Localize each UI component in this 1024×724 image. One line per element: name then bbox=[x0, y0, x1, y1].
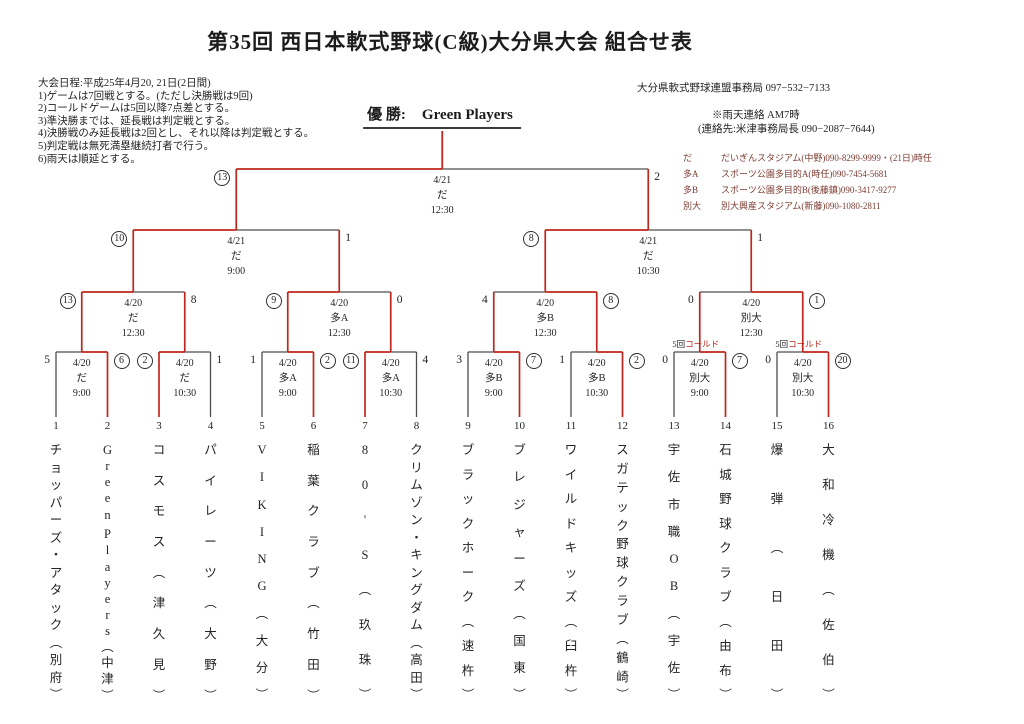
page-title: 第35回 西日本軟式野球(C級)大分県大会 組合せ表 bbox=[207, 30, 693, 54]
team-name: 石城野球クラブ︵由布︶ bbox=[719, 443, 732, 703]
rule-line: 1)ゲームは7回戦とする。(ただし決勝戦は9回) bbox=[38, 90, 253, 102]
venue-row: 別大 別大興産スタジアム(新藤)090-1080-2811 bbox=[683, 198, 932, 214]
team-number: 4 bbox=[207, 420, 214, 432]
venue-row: 多B スポーツ公園多目的B(後藤鎮)090-3417-9277 bbox=[683, 182, 932, 198]
champion-label: 優 勝: bbox=[367, 107, 406, 123]
rain-notice: ※雨天連絡 AM7時 bbox=[712, 110, 800, 121]
team-name: チョッパーズ・アタック︵別府︶ bbox=[49, 443, 63, 703]
team-name: 稲葉クラブ︵竹田︶ bbox=[307, 443, 320, 703]
venue-row: だ だいぎんスタジアム(中野)090-8299-9999・(21日)時任 bbox=[683, 150, 932, 166]
rules-list: 1)ゲームは7回戦とする。(ただし決勝戦は9回)2)コールドゲームは5回以降7点… bbox=[38, 91, 314, 167]
venue-abbr: 多A bbox=[683, 169, 699, 179]
schedule-line: 大会日程:平成25年4月20, 21日(2日間) bbox=[38, 78, 211, 89]
team-number: 12 bbox=[617, 420, 628, 432]
team-name: 大和冷機︵佐伯︶ bbox=[822, 443, 835, 703]
venue-abbr: 別大 bbox=[683, 201, 702, 211]
team-number: 7 bbox=[362, 420, 368, 432]
rule-line: 3)準決勝までは、延長戦は判定戦とする。 bbox=[38, 115, 236, 127]
rule-line: 4)決勝戦のみ延長戦は2回とし、それ以降は判定戦とする。 bbox=[38, 128, 315, 140]
venue-legend: だ だいぎんスタジアム(中野)090-8299-9999・(21日)時任多A スポー… bbox=[683, 150, 932, 214]
team-number: 11 bbox=[565, 420, 577, 432]
team-number: 6 bbox=[310, 420, 317, 432]
rule-line: 2)コールドゲームは5回以降7点差とする。 bbox=[38, 103, 236, 115]
team-name: スガテック野球クラブ︵鶴崎︶ bbox=[616, 443, 629, 703]
team-name: ブラックホーク︵速杵︶ bbox=[461, 443, 475, 703]
champion-banner: 優 勝: Green Players bbox=[363, 103, 521, 129]
team-name: クリムゾン・キングダム︵高田︶ bbox=[410, 443, 423, 703]
team-name: ワイルドキッズ︵臼杵︶ bbox=[564, 443, 578, 703]
team-name: ブレジャーズ︵国東︶ bbox=[513, 443, 526, 703]
venue-row: 多A スポーツ公園多目的A(時任)090-7454-5681 bbox=[683, 166, 932, 182]
team-number: 8 bbox=[413, 420, 420, 432]
venue-desc: スポーツ公園多目的B(後藤鎮)090-3417-9277 bbox=[721, 185, 897, 195]
team-number: 5 bbox=[259, 420, 265, 432]
team-number: 9 bbox=[465, 420, 471, 432]
team-number: 15 bbox=[771, 420, 783, 432]
venue-desc: 別大興産スタジアム(新藤)090-1080-2811 bbox=[721, 201, 881, 211]
champion-name: Green Players bbox=[421, 107, 513, 123]
venue-desc: だいぎんスタジアム(中野)090-8299-9999・(21日)時任 bbox=[721, 153, 932, 163]
team-number: 2 bbox=[104, 420, 111, 432]
team-number: 14 bbox=[720, 420, 731, 432]
team-name: コスモス︵津久見︶ bbox=[152, 443, 166, 703]
venue-abbr: 多B bbox=[683, 185, 699, 195]
venue-abbr: だ bbox=[683, 153, 693, 163]
rule-line: 5)判定戦は無死満塁継続打者で行う。 bbox=[38, 140, 215, 152]
office-contact: 大分県軟式野球連盟事務局 097−532−7133 bbox=[637, 83, 830, 94]
rules-notes: 大会日程:平成25年4月20, 21日(2日間) 1)ゲームは7回戦とする。(た… bbox=[38, 78, 314, 166]
contact-person: (連絡先:米津事務局長 090−2087−7644) bbox=[698, 124, 875, 135]
team-name: パイレーツ︵大野︶ bbox=[204, 443, 217, 703]
team-number: 10 bbox=[514, 420, 525, 432]
team-number: 13 bbox=[668, 420, 680, 432]
team-number: 1 bbox=[53, 420, 59, 432]
team-name: 爆弾︵日田︶ bbox=[770, 443, 784, 703]
team-number: 3 bbox=[156, 420, 162, 432]
rule-line: 6)雨天は順延とする。 bbox=[38, 153, 141, 165]
team-number: 16 bbox=[823, 420, 834, 432]
venue-desc: スポーツ公園多目的A(時任)090-7454-5681 bbox=[721, 169, 888, 179]
